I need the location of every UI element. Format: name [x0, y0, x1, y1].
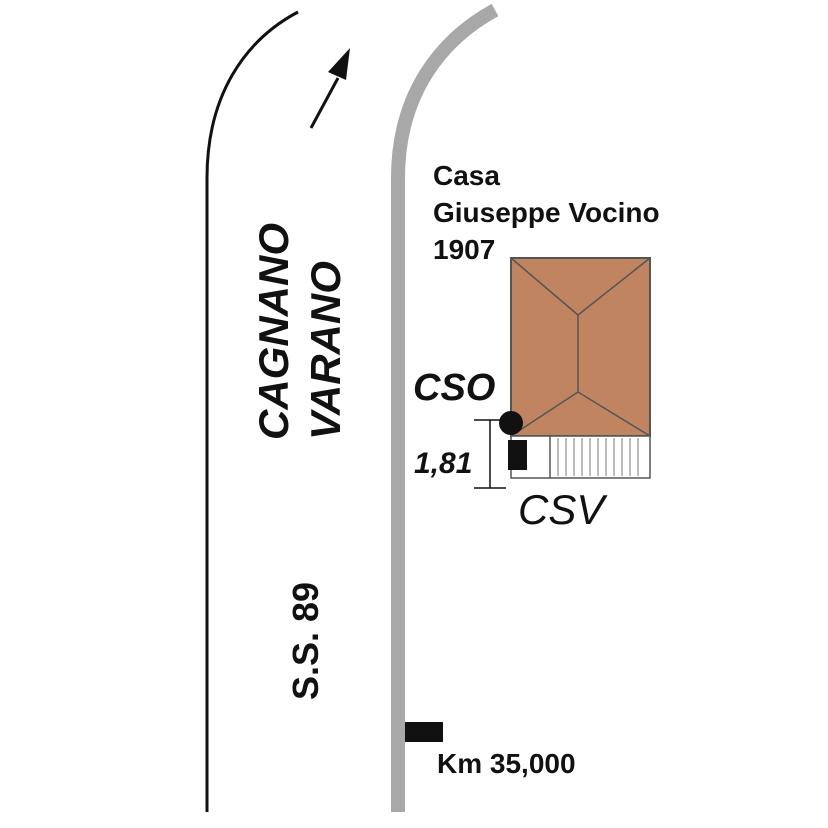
csv-label: CSV [518, 486, 608, 533]
cso-marker [499, 411, 523, 435]
cso-label: CSO [413, 367, 495, 409]
csv-marker [508, 440, 527, 470]
direction-label-line1: CAGNANO [250, 223, 297, 440]
house-porch [510, 435, 651, 479]
house-roof [510, 257, 651, 437]
distance-label: 1,81 [414, 447, 472, 480]
house-year: 1907 [433, 234, 495, 265]
km-label: Km 35,000 [437, 748, 576, 779]
road-right-edge [391, 3, 499, 812]
km-marker [405, 722, 443, 742]
direction-arrow-icon [309, 48, 350, 129]
house-name-line2: Giuseppe Vocino [433, 197, 660, 228]
house-name-line1: Casa [433, 160, 500, 191]
direction-label-line2: VARANO [302, 261, 349, 440]
road-left-edge [205, 10, 299, 812]
dimension-line [474, 419, 506, 489]
road-name-label: S.S. 89 [285, 582, 326, 700]
